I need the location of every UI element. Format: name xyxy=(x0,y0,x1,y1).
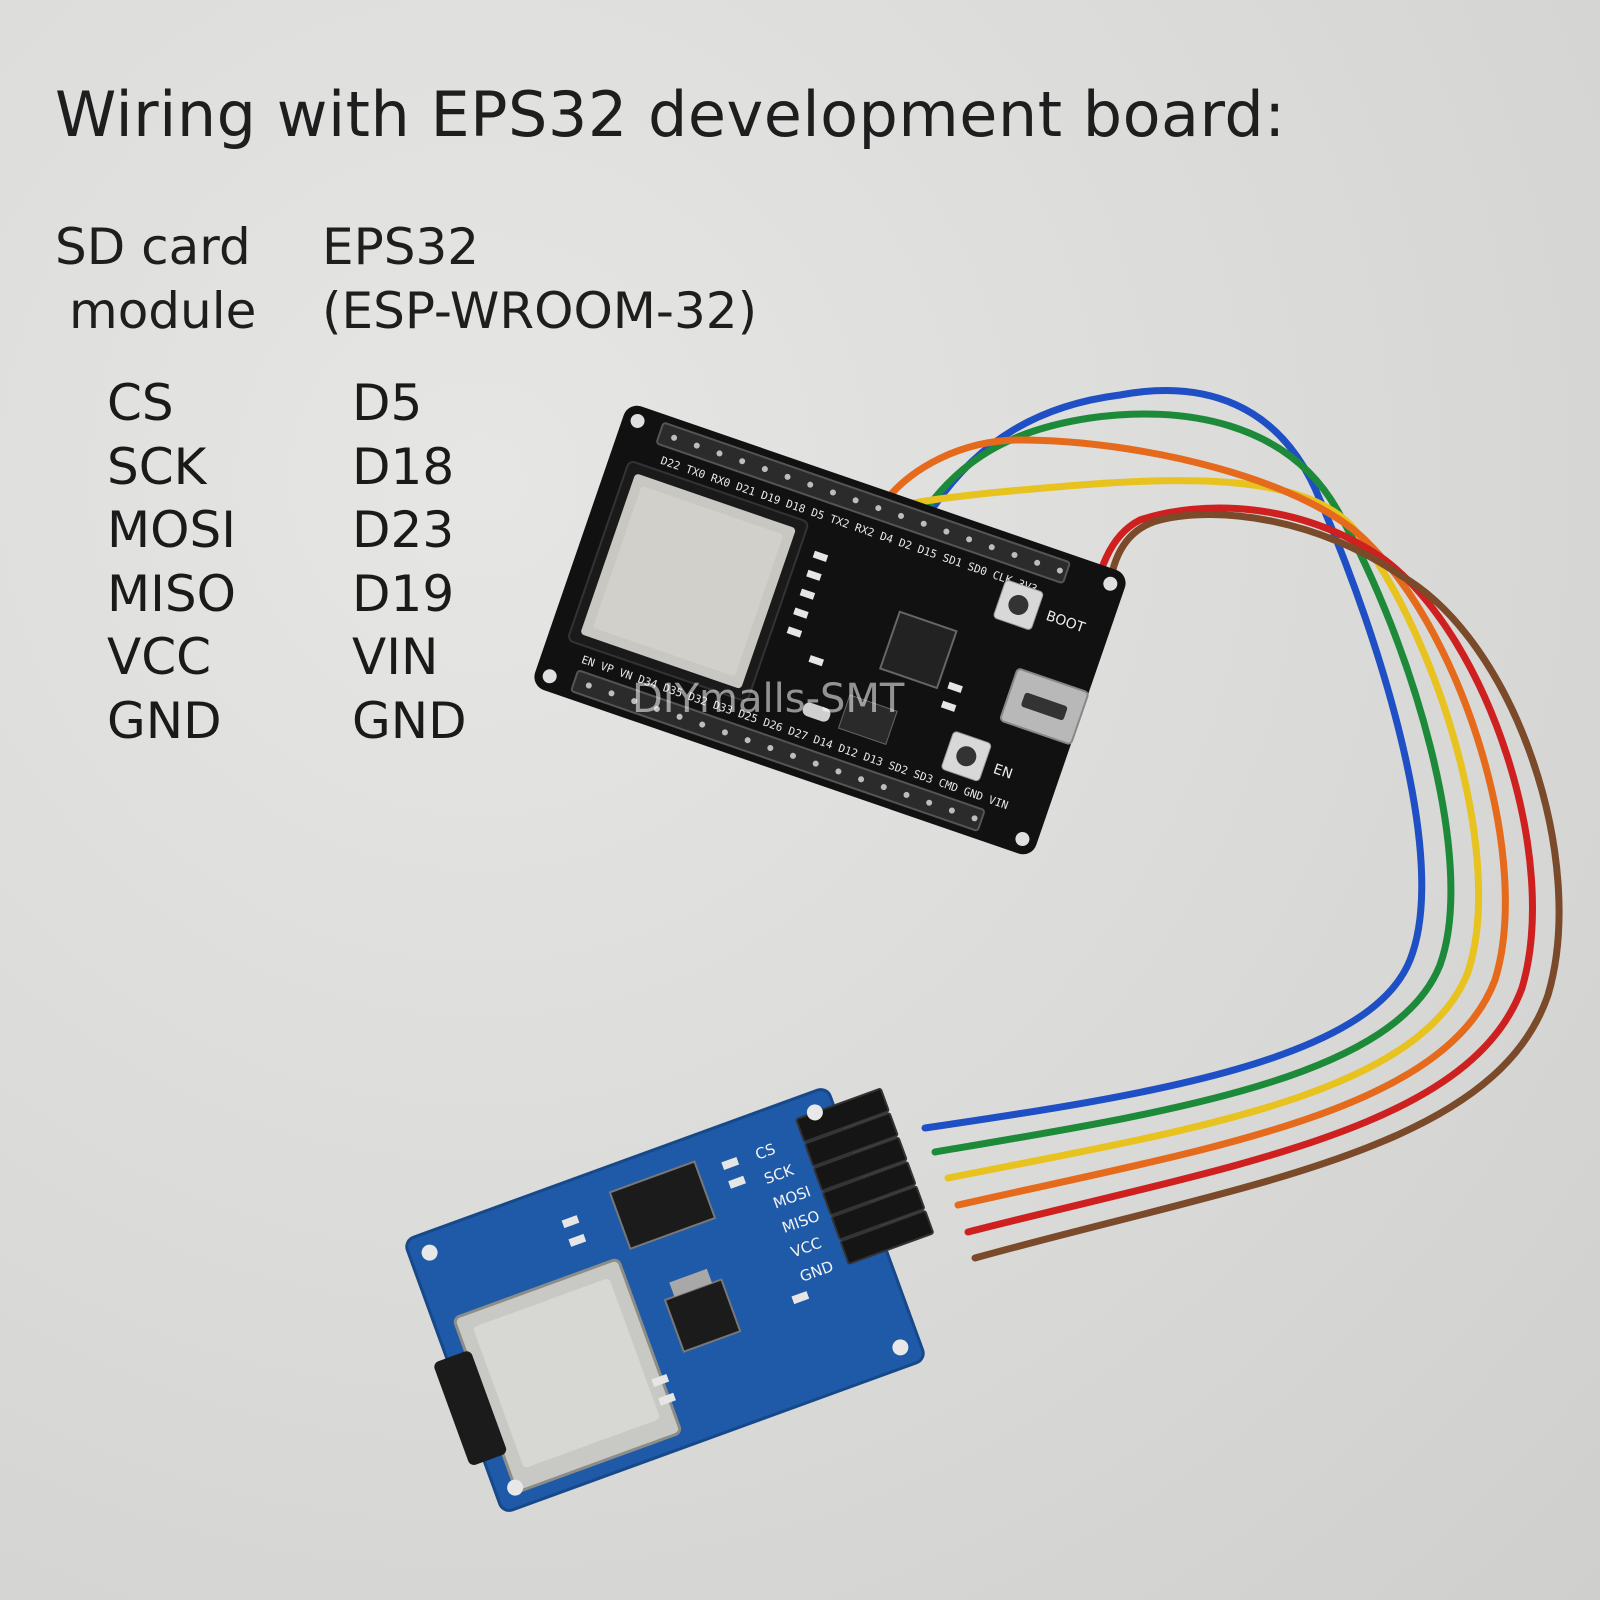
wire-yellow xyxy=(901,477,1483,1182)
esp32-header-top xyxy=(656,422,1071,584)
esp32-header-bottom xyxy=(570,670,985,832)
sd-pin-cs: CS xyxy=(753,1140,778,1164)
sd-smd-components xyxy=(561,1156,810,1406)
sd-pin-name: GND xyxy=(107,691,222,750)
wire-brown xyxy=(971,511,1563,1262)
esp-pin-name: D19 xyxy=(352,564,455,623)
esp-pin-name: VIN xyxy=(352,628,439,686)
wire-green xyxy=(918,410,1455,1156)
crystal xyxy=(802,702,831,722)
sd-mount-hole-tr xyxy=(806,1104,823,1121)
esp-pin-name: GND xyxy=(352,691,467,750)
esp32-pin-dots xyxy=(585,434,1063,822)
sd-column-header: SD card module xyxy=(55,215,256,343)
sd-mount-hole-bl xyxy=(507,1479,524,1496)
mount-hole-br xyxy=(1015,832,1030,847)
esp32-board: D22 TX0 RX0 D21 D19 D18 D5 TX2 RX2 D4 D2… xyxy=(534,405,1126,855)
smd-components xyxy=(786,550,963,712)
page-title: Wiring with EPS32 development board: xyxy=(55,78,1286,151)
mount-hole-tl xyxy=(630,413,645,428)
sd-pin-column: CS SCK MOSI MISO VCC GND xyxy=(107,372,236,753)
esp-column-header-line-1: EPS32 xyxy=(322,218,480,276)
esp-column-header: EPS32 (ESP-WROOM-32) xyxy=(322,215,757,343)
jumper-wires xyxy=(884,387,1563,1262)
sd-pin-name: MISO xyxy=(107,564,236,623)
sd-pin-name: SCK xyxy=(107,437,207,496)
esp-pin-name: D23 xyxy=(352,501,455,559)
watermark: DIYmalls-SMT xyxy=(632,676,905,722)
wire-red xyxy=(964,504,1536,1236)
mount-hole-tr xyxy=(1103,576,1118,591)
esp-pin-name: D5 xyxy=(352,374,423,432)
esp-column-header-line-2: (ESP-WROOM-32) xyxy=(322,282,758,340)
sd-mount-hole-br xyxy=(892,1339,909,1356)
en-button-knob xyxy=(956,746,977,767)
wire-orange xyxy=(884,436,1509,1209)
sd-column-header-line-2: module xyxy=(69,282,257,340)
esp-wroom-shield-inner xyxy=(593,486,783,676)
boot-button-knob xyxy=(1008,594,1029,615)
micro-sd-card xyxy=(434,1351,507,1465)
mount-hole-bl xyxy=(542,669,557,684)
sd-card-module: CS SCK MOSI MISO VCC GND xyxy=(405,1088,934,1512)
usb-uart-chip xyxy=(878,610,958,690)
dupont-connectors xyxy=(795,1088,934,1265)
voltage-regulator xyxy=(837,694,898,746)
en-button-label: EN xyxy=(991,761,1014,782)
micro-usb-opening xyxy=(1021,692,1068,721)
wire-blue xyxy=(921,387,1426,1132)
esp-pin-name: D18 xyxy=(352,437,455,496)
level-shifter-chip xyxy=(608,1160,717,1251)
sd-mount-hole-tl xyxy=(421,1244,438,1261)
sd-column-header-line-1: SD card xyxy=(55,218,251,276)
sd-pin-name: VCC xyxy=(107,628,212,686)
sd-pin-name: CS xyxy=(107,374,174,432)
sd-card-slot-inner xyxy=(473,1278,660,1468)
ldo-tab xyxy=(669,1268,712,1297)
sd-pin-name: MOSI xyxy=(107,501,236,559)
esp-pin-column: D5 D18 D23 D19 VIN GND xyxy=(352,372,467,753)
